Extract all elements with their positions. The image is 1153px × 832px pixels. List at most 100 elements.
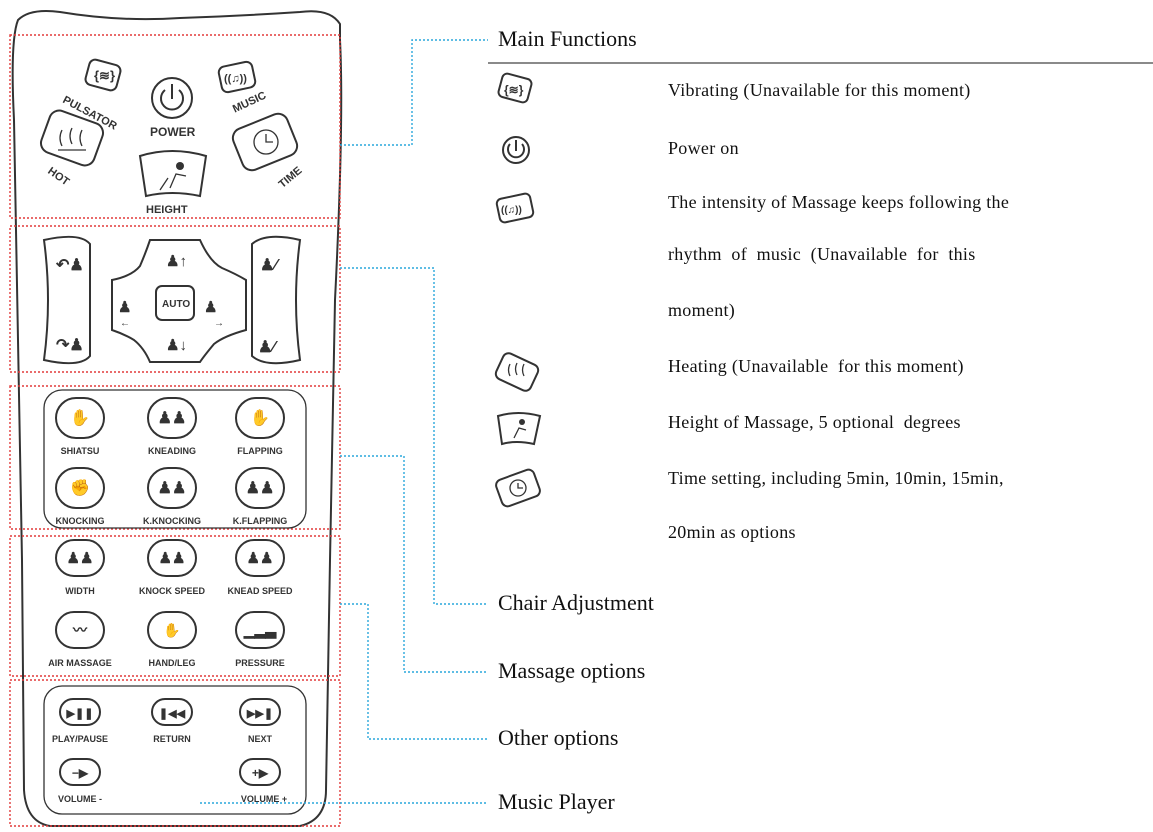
svg-text:{≋}: {≋}: [94, 68, 115, 83]
leader-other: [340, 603, 488, 740]
time-button[interactable]: [230, 111, 300, 174]
legend-time-line2: 20min as options: [668, 522, 796, 542]
player-btn-r1-2[interactable]: ▶▶❚: [239, 698, 281, 726]
player-btn-volume-up-label: VOLUME +: [241, 794, 287, 804]
section-chair-adjustment: Chair Adjustment: [498, 590, 654, 615]
leader-chair: [340, 267, 488, 605]
height-button[interactable]: [138, 150, 208, 198]
massage-panel: [43, 389, 307, 529]
leader-massage: [340, 455, 488, 673]
pulsator-button[interactable]: {≋}: [84, 58, 122, 92]
hot-button[interactable]: [38, 108, 106, 168]
power-icon: [502, 136, 530, 164]
svg-text:♟⁄: ♟⁄: [260, 257, 280, 274]
auto-label: AUTO: [162, 299, 190, 310]
box-chair: [9, 225, 341, 373]
other-btn-r1-2[interactable]: ♟♟: [235, 539, 285, 577]
other-btn-r2-1-label: HAND/LEG: [149, 658, 196, 668]
player-btn-r1-0-label: PLAY/PAUSE: [52, 734, 108, 744]
other-btn-r2-2-label: PRESSURE: [235, 658, 285, 668]
svg-text:♟♟: ♟♟: [158, 480, 187, 497]
player-btn-r1-2-label: NEXT: [248, 734, 273, 744]
massage-btn-r1-0[interactable]: ✋: [55, 397, 105, 439]
vibrating-icon: {≋}: [497, 72, 533, 104]
svg-text:〰: 〰: [72, 622, 88, 638]
svg-text:▶▶❚: ▶▶❚: [246, 708, 273, 720]
svg-text:♟♟: ♟♟: [246, 480, 275, 497]
player-btn-volume-up[interactable]: +▶: [239, 758, 281, 786]
legend-music-line2: rhythm of music (Unavailable for this: [668, 244, 976, 264]
legend-music-line1: The intensity of Massage keeps following…: [668, 192, 1010, 212]
player-btn-r1-0[interactable]: ▶❚❚: [59, 698, 101, 726]
auto-button[interactable]: AUTO: [155, 285, 195, 321]
massage-btn-r2-1-label: K.KNOCKING: [143, 516, 201, 526]
direction-pad[interactable]: ♟↑ ♟ ← ♟ → ♟↓: [111, 239, 247, 363]
svg-text:♟↑: ♟↑: [166, 253, 187, 270]
other-btn-r1-0-label: WIDTH: [65, 586, 95, 596]
other-btn-r2-0[interactable]: 〰: [55, 611, 105, 649]
massage-btn-r2-1[interactable]: ♟♟: [147, 467, 197, 509]
backrest-up-down-rocker[interactable]: ↶♟ ↷♟: [42, 235, 91, 365]
legend-vibrating: Vibrating (Unavailable for this moment): [668, 80, 971, 100]
svg-text:←: ←: [120, 318, 130, 329]
other-btn-r2-0-label: AIR MASSAGE: [48, 658, 112, 668]
player-btn-volume-down[interactable]: −▶: [59, 758, 101, 786]
svg-text:❚◀◀: ❚◀◀: [159, 708, 186, 720]
other-btn-r1-1[interactable]: ♟♟: [147, 539, 197, 577]
legend-power: Power on: [668, 138, 739, 158]
power-button[interactable]: [151, 77, 193, 119]
svg-text:♟♟: ♟♟: [159, 550, 186, 567]
player-panel: [43, 685, 307, 815]
music-icon: ((♫)): [495, 192, 535, 224]
section-music-player: Music Player: [498, 789, 615, 814]
svg-text:✋: ✋: [70, 408, 90, 427]
other-btn-r1-1-label: KNOCK SPEED: [139, 586, 206, 596]
music-button[interactable]: ((♫)): [217, 60, 257, 94]
svg-text:✋: ✋: [250, 408, 270, 427]
section-other-options: Other options: [498, 725, 619, 750]
massage-btn-r2-0[interactable]: ✊: [55, 467, 105, 509]
player-btn-r1-1-label: RETURN: [153, 734, 191, 744]
massage-btn-r1-1[interactable]: ♟♟: [147, 397, 197, 439]
massage-btn-r1-1-label: KNEADING: [148, 446, 196, 456]
player-btn-r1-1[interactable]: ❚◀◀: [151, 698, 193, 726]
svg-text:▶❚❚: ▶❚❚: [66, 708, 94, 720]
svg-text:→: →: [214, 318, 224, 329]
svg-text:−▶: −▶: [72, 766, 89, 780]
massage-btn-r2-2[interactable]: ♟♟: [235, 467, 285, 509]
massage-btn-r2-2-label: K.FLAPPING: [233, 516, 288, 526]
hot-label: HOT: [45, 165, 71, 188]
other-btn-r2-1[interactable]: ✋: [147, 611, 197, 649]
svg-text:↶♟: ↶♟: [55, 257, 84, 274]
player-btn-volume-down-label: VOLUME -: [58, 794, 102, 804]
section-main-functions: Main Functions: [498, 26, 637, 51]
svg-text:♟↓: ♟↓: [166, 337, 187, 354]
svg-text:+▶: +▶: [252, 766, 269, 780]
box-massage: [9, 385, 341, 530]
power-label: POWER: [150, 125, 196, 139]
svg-text:✋: ✋: [163, 622, 180, 638]
other-btn-r1-2-label: KNEAD SPEED: [227, 586, 293, 596]
other-btn-r1-0[interactable]: ♟♟: [55, 539, 105, 577]
music-label: MUSIC: [231, 90, 268, 116]
time-label: TIME: [277, 165, 305, 191]
box-other: [9, 535, 341, 677]
massage-btn-r1-2[interactable]: ✋: [235, 397, 285, 439]
other-btn-r2-2[interactable]: ▁▂▃: [235, 611, 285, 649]
box-main: [9, 34, 341, 219]
legrest-up-down-rocker[interactable]: ♟⁄ ♟⁄: [251, 235, 302, 365]
svg-text:↷♟: ↷♟: [56, 337, 84, 354]
massage-btn-r1-2-label: FLAPPING: [237, 446, 283, 456]
svg-text:♟: ♟: [204, 299, 217, 316]
leader-main: [340, 39, 488, 146]
height-label: HEIGHT: [146, 204, 188, 216]
svg-text:((♫)): ((♫)): [501, 205, 522, 216]
legend-height: Height of Massage, 5 optional degrees: [668, 412, 961, 432]
svg-text:♟♟: ♟♟: [247, 550, 274, 567]
svg-text:{≋}: {≋}: [504, 83, 524, 97]
massage-btn-r2-0-label: KNOCKING: [56, 516, 105, 526]
svg-text:♟: ♟: [118, 299, 131, 316]
height-icon: [496, 412, 542, 446]
svg-text:♟♟: ♟♟: [158, 410, 187, 427]
